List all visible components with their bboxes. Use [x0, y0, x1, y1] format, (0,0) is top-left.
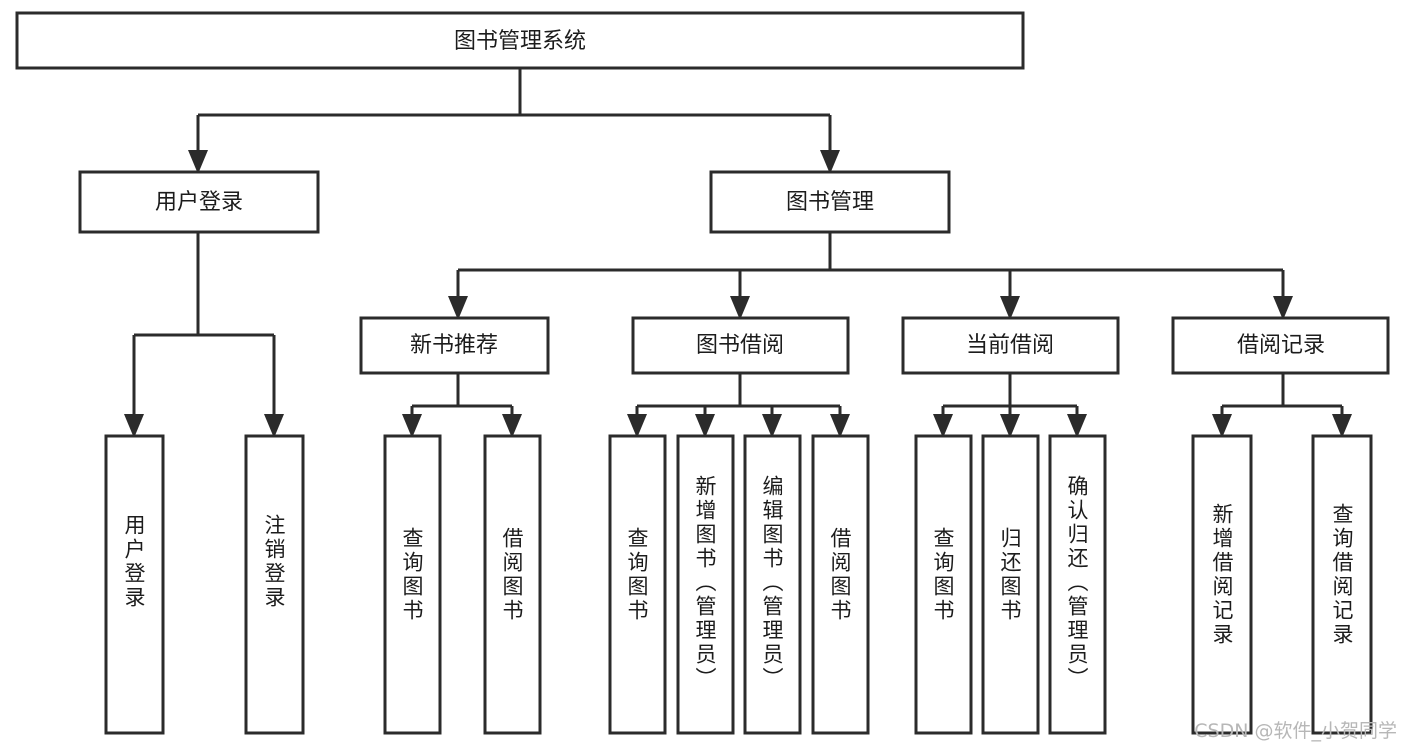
arrow-to-current-borrow	[1000, 296, 1020, 320]
node-current-borrow-box[interactable]	[901, 316, 1120, 375]
node-book-borrow-box[interactable]	[631, 316, 850, 375]
node-user-login[interactable]: 用户登录	[78, 170, 320, 234]
node-leaf-query-book-2-label: 查询图书	[625, 527, 649, 623]
node-leaf-query-book-1-label: 查询图书	[400, 527, 424, 623]
arrow-to-new-book-recommend	[448, 296, 468, 320]
arrow-leaf-user-login	[124, 414, 144, 438]
node-leaf-borrow-book-1[interactable]: 借阅图书	[483, 434, 542, 735]
node-leaf-logout-login-box[interactable]	[244, 434, 305, 735]
node-leaf-add-record[interactable]: 新增借阅记录	[1191, 434, 1253, 735]
node-book-manage-box[interactable]	[709, 170, 951, 234]
node-leaf-user-login-label: 用户登录	[122, 514, 146, 610]
node-leaf-logout-login-label: 注销登录	[262, 514, 286, 610]
node-borrow-record-label: 借阅记录	[1237, 333, 1325, 358]
node-book-borrow[interactable]: 图书借阅	[631, 316, 850, 375]
node-new-book-recommend[interactable]: 新书推荐	[359, 316, 550, 375]
node-root[interactable]: 图书管理系统	[15, 11, 1025, 70]
node-leaf-borrow-book-1-label: 借阅图书	[500, 527, 524, 623]
node-current-borrow-label: 当前借阅	[966, 333, 1054, 358]
node-root-label: 图书管理系统	[454, 29, 586, 54]
node-leaf-return-book[interactable]: 归还图书	[981, 434, 1040, 735]
node-leaf-confirm-return-label: 确认归还（管理员）	[1065, 475, 1089, 691]
node-leaf-logout-login[interactable]: 注销登录	[244, 434, 305, 735]
node-leaf-borrow-book-2[interactable]: 借阅图书	[811, 434, 870, 735]
node-leaf-borrow-book-2-box[interactable]	[811, 434, 870, 735]
node-leaf-query-book-3-label: 查询图书	[931, 527, 955, 623]
node-leaf-add-book-box[interactable]	[676, 434, 735, 735]
arrow-leaf-edit-book	[762, 414, 782, 438]
node-leaf-return-book-label: 归还图书	[998, 527, 1022, 623]
arrow-leaf-logout-login	[264, 414, 284, 438]
node-leaf-return-book-box[interactable]	[981, 434, 1040, 735]
node-leaf-query-record-box[interactable]	[1311, 434, 1373, 735]
node-leaf-add-record-label: 新增借阅记录	[1210, 503, 1234, 647]
arrow-leaf-add-record	[1212, 414, 1232, 438]
node-leaf-query-book-3[interactable]: 查询图书	[914, 434, 973, 735]
node-leaf-query-book-2-box[interactable]	[608, 434, 667, 735]
node-leaf-add-book-label: 新增图书（管理员）	[693, 475, 717, 691]
node-borrow-record[interactable]: 借阅记录	[1171, 316, 1390, 375]
node-leaf-query-record[interactable]: 查询借阅记录	[1311, 434, 1373, 735]
arrow-leaf-borrow-book-1	[502, 414, 522, 438]
node-leaf-edit-book-label: 编辑图书（管理员）	[760, 475, 784, 691]
arrow-leaf-add-book	[695, 414, 715, 438]
node-leaf-add-book[interactable]: 新增图书（管理员）	[676, 434, 735, 735]
node-book-manage-label: 图书管理	[786, 190, 874, 215]
arrow-leaf-confirm-return	[1067, 414, 1087, 438]
node-leaf-borrow-book-2-label: 借阅图书	[828, 527, 852, 623]
arrow-leaf-query-book-2	[627, 414, 647, 438]
arrow-leaf-return-book	[1000, 414, 1020, 438]
node-leaf-add-record-box[interactable]	[1191, 434, 1253, 735]
node-leaf-query-book-3-box[interactable]	[914, 434, 973, 735]
node-leaf-confirm-return[interactable]: 确认归还（管理员）	[1048, 434, 1107, 735]
arrow-leaf-query-record	[1332, 414, 1352, 438]
node-new-book-recommend-box[interactable]	[359, 316, 550, 375]
csdn-watermark: CSDN @软件_小贺同学	[1194, 720, 1397, 742]
connector-layer	[124, 68, 1352, 438]
node-book-manage[interactable]: 图书管理	[709, 170, 951, 234]
node-leaf-query-record-label: 查询借阅记录	[1330, 503, 1354, 647]
node-leaf-borrow-book-1-box[interactable]	[483, 434, 542, 735]
node-leaf-edit-book-box[interactable]	[743, 434, 802, 735]
arrow-to-user-login	[188, 150, 208, 174]
node-book-borrow-label: 图书借阅	[696, 333, 784, 358]
arrow-to-book-borrow	[730, 296, 750, 320]
node-borrow-record-box[interactable]	[1171, 316, 1390, 375]
node-new-book-recommend-label: 新书推荐	[410, 333, 498, 358]
node-leaf-query-book-1-box[interactable]	[383, 434, 442, 735]
node-current-borrow[interactable]: 当前借阅	[901, 316, 1120, 375]
arrow-leaf-query-book-1	[402, 414, 422, 438]
arrow-to-borrow-record	[1273, 296, 1293, 320]
node-user-login-box[interactable]	[78, 170, 320, 234]
node-user-login-label: 用户登录	[155, 190, 243, 215]
arrow-to-book-manage	[820, 150, 840, 174]
node-leaf-user-login[interactable]: 用户登录	[104, 434, 165, 735]
arrow-leaf-query-book-3	[933, 414, 953, 438]
node-root-box[interactable]	[15, 11, 1025, 70]
node-leaf-edit-book[interactable]: 编辑图书（管理员）	[743, 434, 802, 735]
node-leaf-user-login-box[interactable]	[104, 434, 165, 735]
node-leaf-confirm-return-box[interactable]	[1048, 434, 1107, 735]
node-leaf-query-book-1[interactable]: 查询图书	[383, 434, 442, 735]
arrow-leaf-borrow-book-2	[830, 414, 850, 438]
node-leaf-query-book-2[interactable]: 查询图书	[608, 434, 667, 735]
